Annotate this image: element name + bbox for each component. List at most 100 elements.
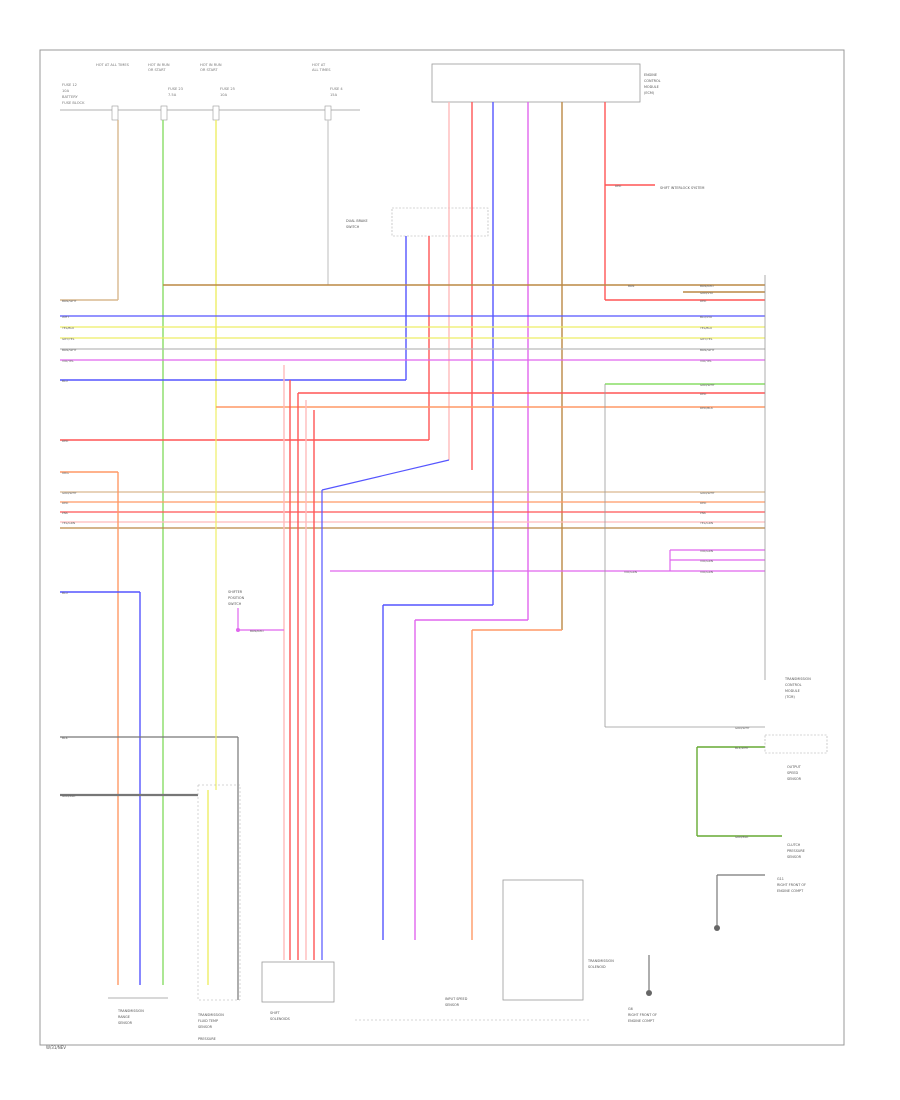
fuse-symbol-1: [111, 105, 119, 121]
input-speed-label-1: INPUT SPEED: [445, 997, 468, 1001]
brake-switch-block: DUAL BRAKE SWITCH: [346, 207, 489, 237]
fluid-temp-label-1: TRANSMISSION: [197, 1013, 224, 1017]
ecm-label-1: ENGINE: [644, 73, 657, 77]
solenoid-valve-block: [502, 879, 584, 1001]
splice-label-2: POSITION: [228, 596, 245, 600]
splice-block: SHIFTER POSITION SWITCH: [228, 590, 284, 632]
footer-code: W/31/NEV: [46, 1045, 66, 1050]
wire-label-h-g: BLU: [62, 379, 68, 383]
clutch-label-1: CLUTCH: [787, 843, 801, 847]
wire-label-r-4: BLU/VIO: [700, 315, 713, 319]
ecm-label-3: MODULE: [644, 85, 659, 89]
tcm-block: TRANSMISSION CONTROL MODULE (TCM) OUTPUT…: [764, 677, 828, 893]
fuse-label-1b: 10A: [62, 89, 70, 93]
trans-range-label-2: RANGE: [118, 1015, 130, 1019]
wire-label-r-10: RED: [700, 392, 707, 396]
wire-label-v-d: BRN: [628, 284, 634, 288]
tcm-label-1: TRANSMISSION: [784, 677, 811, 681]
wire-label-h-a: BRN/WHT: [62, 299, 77, 303]
fuse-label-4a: FUSE 4: [330, 87, 343, 91]
power-label-3b: OR START: [200, 68, 218, 72]
wire-label-r-16: VIO/GRN: [700, 549, 713, 553]
tcm-label-3: MODULE: [785, 689, 800, 693]
diagram-border: [39, 49, 845, 1046]
splice-wire: [237, 608, 284, 631]
shift-solenoid-box: [261, 961, 335, 1003]
fuse-label-1d: FUSE BLOCK: [62, 101, 85, 105]
output-sensor-label-3: SENSOR: [787, 777, 802, 781]
wire-label-h-e: BRN/WHT: [62, 348, 77, 352]
power-label-2b: OR START: [148, 68, 166, 72]
splice-dot: [236, 628, 240, 632]
wire-label-h-j: GRN/WHT: [62, 491, 77, 495]
power-label-2: HOT IN RUN: [148, 63, 170, 67]
wire-blu-diag: [321, 459, 450, 491]
fuse-label-3a: FUSE 25: [220, 87, 235, 91]
wire-label-r-7: BRN/WHT: [700, 348, 715, 352]
wire-label-r-12: GRN/WHT: [700, 491, 715, 495]
bottom-components: TRANSMISSION RANGE SENSOR TRANSMISSION F…: [108, 784, 720, 1041]
shift-sol-label-1: SHIFT: [270, 1011, 281, 1015]
wire-label-r-15: YEL/GRN: [700, 521, 713, 525]
fuse-label-3b: 10A: [220, 93, 228, 97]
output-sensor-label-1: OUTPUT: [787, 765, 802, 769]
wire-label-r-8: VIO/YEL: [700, 359, 712, 363]
ground-right-label-2: RIGHT FRONT OF: [777, 883, 806, 887]
trans-range-label-1: TRANSMISSION: [117, 1009, 144, 1013]
fuse-label-2a: FUSE 23: [168, 87, 183, 91]
input-speed-label-2: SENSOR: [445, 1003, 460, 1007]
fuse-symbol-4: [324, 105, 332, 121]
ground-left-symbol: [646, 990, 652, 996]
wire-label-h-d: GRY/YEL: [62, 337, 75, 341]
ground-right-symbol: [714, 925, 720, 931]
splice-label-3: SWITCH: [228, 602, 242, 606]
power-label-4b: ALL TIMES: [312, 68, 331, 72]
fluid-temp-label-2: FLUID TEMP: [198, 1019, 218, 1023]
ground-left-label-3: ENGINE COMPT: [628, 1019, 655, 1023]
ground-right-label-1: G11: [777, 877, 784, 881]
ground-left-label-2: RIGHT FRONT OF: [628, 1013, 657, 1017]
tcm-label-2: CONTROL: [785, 683, 802, 687]
wire-label-r-3: RED: [700, 299, 707, 303]
clutch-label-3: SENSOR: [787, 855, 802, 859]
fuse-label-1a: FUSE 12: [62, 83, 77, 87]
power-label-1: HOT AT ALL TIMES: [96, 63, 130, 67]
brake-switch-box: [391, 207, 489, 237]
fuse-label-4b: 15A: [330, 93, 338, 97]
wire-label-h-b: WHT: [62, 315, 69, 319]
wires-layer: [60, 102, 782, 1000]
solenoid-block-label-2: SOLENOID: [588, 965, 606, 969]
wire-label-r-2: GRN/VIO: [700, 291, 714, 295]
trans-range-label-3: SENSOR: [118, 1021, 133, 1025]
wire-label-r-14: PNK: [700, 511, 707, 515]
wire-label-r-6: GRY/YEL: [700, 337, 713, 341]
wire-label-h-c: YEL/BLU: [62, 326, 74, 330]
pressure-label-1: PRESSURE: [198, 1037, 216, 1041]
output-sensor-box: [764, 734, 828, 754]
wire-label-r-1: BRN/RED: [700, 284, 714, 288]
wire-label-sp-a: VIO/GRN: [624, 570, 637, 574]
fuse-symbol-3: [212, 105, 220, 121]
brake-switch-label-1: DUAL BRAKE: [346, 219, 368, 223]
wire-label-h-o: BLK: [62, 736, 69, 740]
fluid-temp-box: [197, 784, 241, 1001]
wire-label-r-5: YEL/BLU: [700, 326, 712, 330]
ecm-label-2: CONTROL: [644, 79, 661, 83]
wire-label-r-20: BLK/WHT: [735, 746, 749, 750]
wire-label-r-17: VIO/GRN: [700, 559, 713, 563]
ground-right-label-3: ENGINE COMPT: [777, 889, 804, 893]
wire-label-h-m: YEL/GRN: [62, 521, 75, 525]
clutch-label-2: PRESSURE: [787, 849, 805, 853]
wire-label-r-13: RED: [700, 501, 707, 505]
ecm-note: SHIFT INTERLOCK SYSTEM: [660, 186, 705, 190]
brake-switch-label-2: SWITCH: [346, 225, 360, 229]
splice-label-1: SHIFTER: [228, 590, 243, 594]
power-label-3: HOT IN RUN: [200, 63, 222, 67]
power-label-4: HOT AT: [312, 63, 326, 67]
ecm-label-4: (ECM): [644, 91, 655, 95]
wire-label-h-p: GRN/BLK: [62, 794, 76, 798]
fuse-symbol-2: [160, 105, 168, 121]
wire-label-h-l: PNK: [62, 511, 69, 515]
wire-label-h-k: RED: [62, 501, 69, 505]
